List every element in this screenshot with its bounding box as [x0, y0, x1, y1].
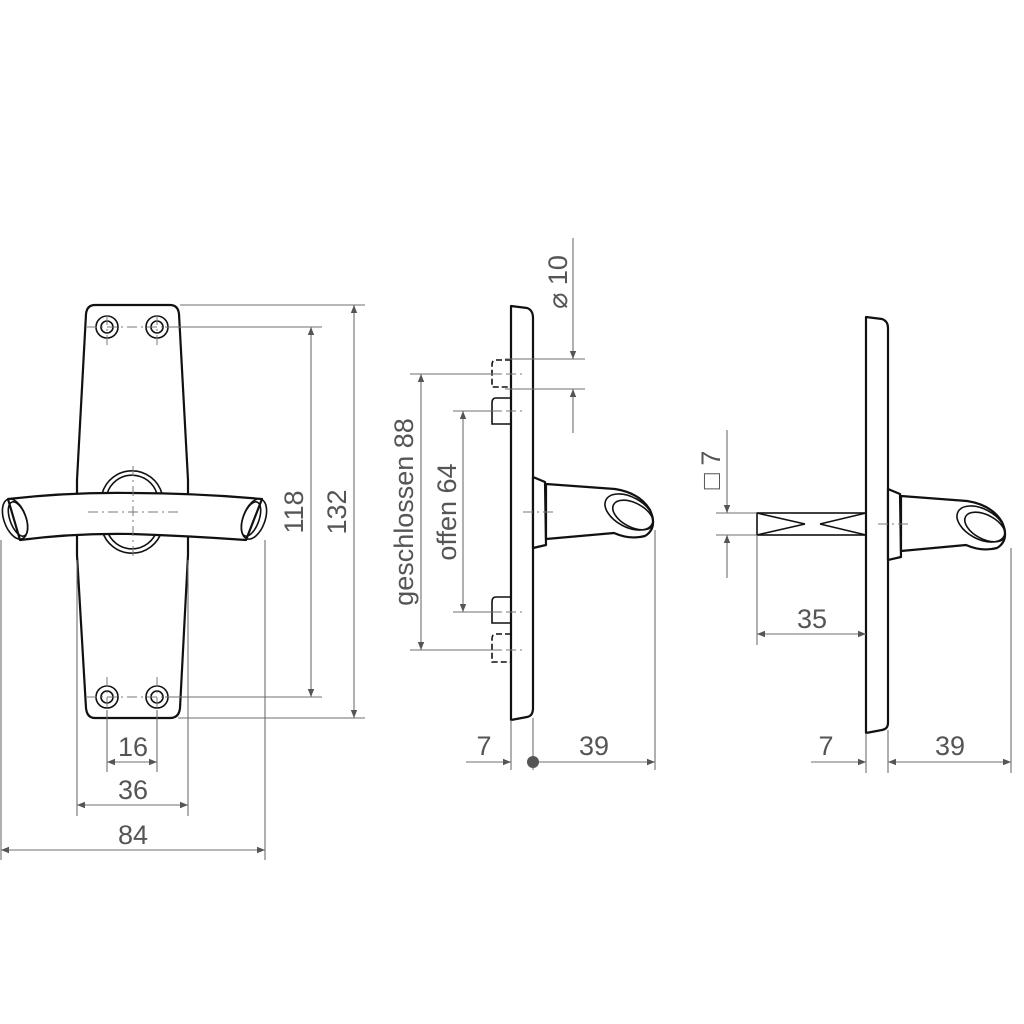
rosette-front	[101, 470, 163, 554]
dim-label-square-7: □ 7	[696, 451, 726, 490]
dim-label-118: 118	[279, 490, 309, 533]
dim-label-7-left: 7	[476, 731, 491, 761]
lever-front	[6, 491, 264, 542]
origin-dot	[527, 756, 539, 768]
backplate-side-right	[864, 315, 890, 735]
lever-side-left	[544, 482, 655, 541]
dim-label-132: 132	[322, 489, 352, 534]
pin-closed-top	[491, 359, 511, 388]
dim-label-36: 36	[118, 775, 148, 805]
side-view-right: □ 7 35 7 39	[696, 315, 1012, 773]
dim-label-39-right: 39	[935, 731, 965, 761]
rosette-side-right	[886, 487, 903, 562]
dim-label-39-left: 39	[579, 731, 609, 761]
backplate-side-left	[509, 304, 535, 722]
front-view: 16 36 84 118 132	[0, 303, 365, 860]
pin-open-top	[491, 397, 511, 425]
rosette-side-left	[531, 475, 548, 550]
dim-label-35: 35	[797, 604, 827, 634]
dim-label-84: 84	[118, 820, 148, 850]
pin-open-bottom	[491, 596, 511, 624]
pin-closed-bottom	[491, 633, 511, 663]
dim-label-offen-64: offen 64	[432, 463, 462, 560]
dim-label-7-right: 7	[818, 731, 833, 761]
square-spindle	[756, 512, 867, 536]
dim-label-diameter-10: ⌀ 10	[543, 255, 573, 309]
side-view-left: geschlossen 88 offen 64 ⌀ 10 7 39	[389, 238, 656, 770]
dim-label-16: 16	[118, 732, 148, 762]
dim-label-geschlossen-88: geschlossen 88	[389, 418, 419, 606]
